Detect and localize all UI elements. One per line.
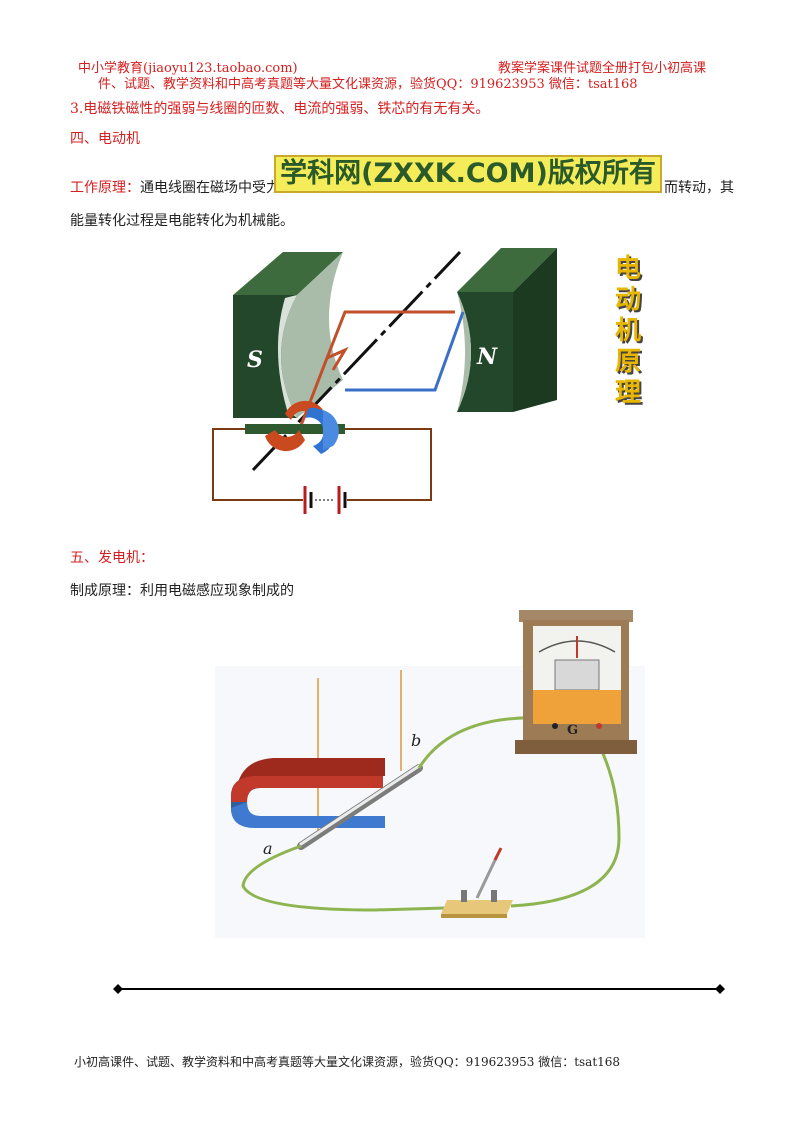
generator-diagram: a b G (215, 610, 645, 938)
rotation-axis (251, 250, 462, 472)
footer-text: 小初高课件、试题、教学资料和中高考真题等大量文化课资源，验货QQ：9196239… (74, 1055, 621, 1069)
section-4-title: 四、电动机 (70, 131, 140, 147)
pole-s-label: S (247, 347, 263, 373)
header-source: 中小学教育(jiaoyu123.taobao.com) (78, 61, 298, 76)
header-ad-line2: 件、试题、教学资料和中高考真题等大量文化课资源，验货QQ：919623953 微… (98, 77, 638, 92)
principle-line: 工作原理：通电线圈在磁场中受力 (70, 179, 280, 197)
side-title-char-2: 动 (614, 285, 641, 315)
coil-red-side (298, 310, 455, 429)
label-a: a (263, 839, 273, 858)
label-b: b (411, 731, 421, 750)
wire-to-switch (241, 844, 446, 912)
side-title-char-4: 原 (614, 347, 641, 377)
meter-label: G (567, 723, 578, 738)
galvanometer (515, 610, 637, 754)
principle-text-a: 通电线圈在磁场中受力 (140, 180, 280, 196)
principle-text-b: 而转动，其 (664, 180, 734, 196)
motor-diagram: S N (212, 248, 557, 514)
commutator-red (285, 400, 323, 420)
point-3-text: 3.电磁铁磁性的强弱与线圈的匝数、电流的强弱、铁芯的有无有关。 (70, 101, 490, 117)
side-title-char-1: 电 (614, 254, 641, 284)
header-ad-line1: 教案学案课件试题全册打包小初高课 (498, 61, 707, 76)
south-magnet (233, 252, 343, 418)
north-magnet (457, 248, 557, 412)
side-title-char-5: 理 (614, 378, 641, 408)
principle-label: 工作原理： (70, 180, 140, 196)
battery-icon (303, 486, 347, 514)
principle-line-2: 能量转化过程是电能转化为机械能。 (70, 213, 294, 229)
side-title-char-3: 机 (614, 316, 641, 346)
wire-meter-to-switch (510, 733, 621, 908)
conductor-rod (297, 764, 423, 850)
brush-holder (245, 424, 345, 434)
watermark-banner: 学科网(ZXXK.COM)版权所有 (274, 155, 662, 193)
pole-n-label: N (476, 344, 498, 370)
divider-line (113, 984, 725, 994)
u-magnet (231, 758, 385, 828)
knife-switch (441, 847, 513, 918)
generator-principle: 制成原理：利用电磁感应现象制成的 (70, 583, 294, 599)
coil-blue-side (345, 311, 465, 392)
section-5-title: 五、发电机： (70, 550, 154, 566)
circuit-wire-right (345, 428, 432, 501)
circuit-wire-left (212, 428, 303, 501)
motor-side-title: 电 动 机 原 理 (608, 254, 648, 409)
